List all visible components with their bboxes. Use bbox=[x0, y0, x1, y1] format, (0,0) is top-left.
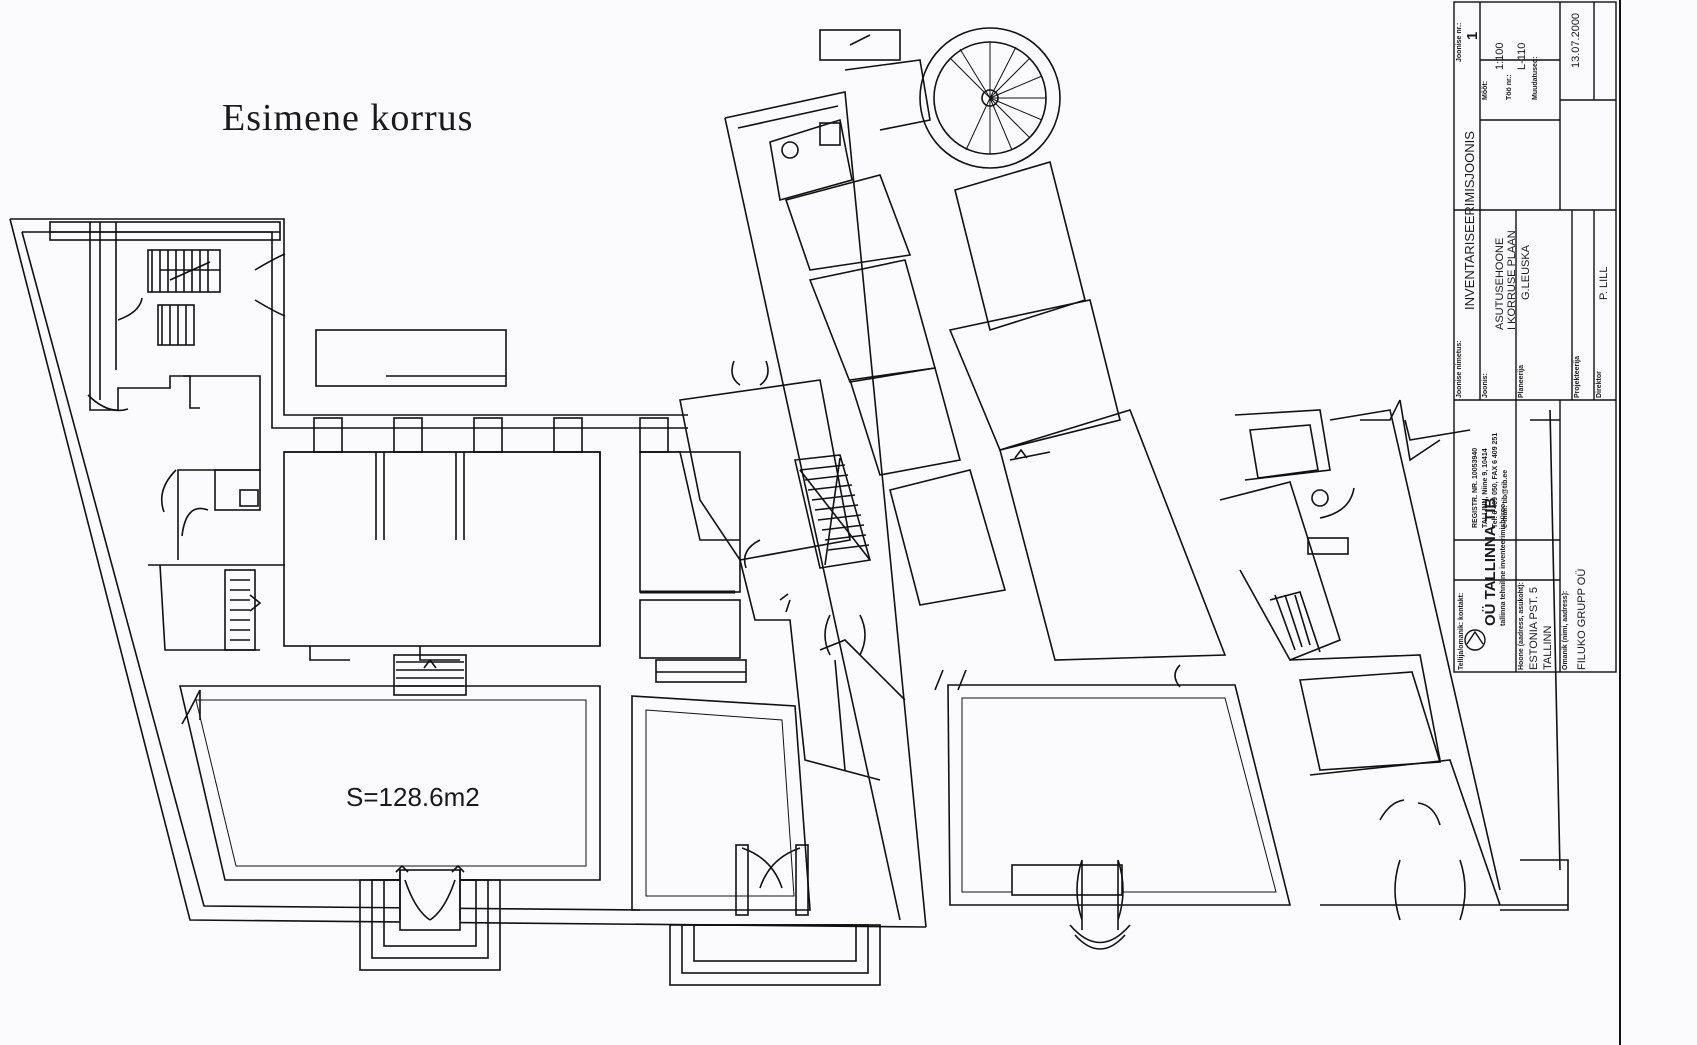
scale-value: 1:100 bbox=[1494, 42, 1506, 70]
company-info-3: Tel. 6 409 050, FAX 6 409 251 bbox=[1492, 432, 1499, 528]
director-label: Direktor bbox=[1596, 371, 1603, 398]
right-wing bbox=[724, 27, 1292, 950]
work-label: Töö nr.: bbox=[1506, 74, 1513, 100]
client-label: Tellija/omanik: kontakt: bbox=[1458, 592, 1465, 670]
drawing-date: 13.07.2000 bbox=[1570, 12, 1582, 68]
far-right-wing bbox=[1219, 399, 1569, 921]
owner-label: Omanik (nimi, aadress): bbox=[1562, 590, 1569, 670]
plan-name: I KORRUSE PLAAN bbox=[1506, 230, 1518, 330]
company-info-2: TALLINN, Niine 9, 10414 bbox=[1482, 448, 1489, 528]
company-info-4: e-mail: tib@tib.ee bbox=[1502, 469, 1509, 528]
address-line-1: ESTONIA PST. 5 bbox=[1528, 587, 1540, 670]
company-info-1: REGISTR. NR. 10053940 bbox=[1472, 447, 1479, 528]
left-rooms bbox=[178, 329, 669, 971]
drawing-name: INVENTARISEERIMISJOONIS bbox=[1462, 131, 1477, 310]
floor-title: Esimene korrus bbox=[222, 97, 474, 139]
changed-label: Muudatused: bbox=[1532, 56, 1539, 100]
planner-name: G.LEUSKA bbox=[1520, 244, 1532, 300]
scale-label: Mõõt: bbox=[1482, 80, 1489, 100]
middle-rooms bbox=[631, 360, 906, 986]
sheet-label: Joonise nr.: bbox=[1456, 22, 1463, 62]
left-wing-walls bbox=[9, 218, 927, 928]
room-area-label: S=128.6m2 bbox=[346, 782, 480, 812]
title-block-frame bbox=[1453, 1, 1617, 673]
sheet-number: 1 bbox=[1464, 31, 1481, 40]
planner-label: Planeerija bbox=[1518, 364, 1525, 398]
owner-name: FILUKO GRUPP OÜ bbox=[1576, 568, 1588, 670]
drawing-name-label: Joonise nimetus: bbox=[1456, 340, 1463, 398]
address-line-2: TALLINN bbox=[1542, 625, 1554, 670]
director-name: P. LILL bbox=[1598, 266, 1610, 300]
drawing-label: Joonis: bbox=[1482, 373, 1489, 398]
house-label: Hoone (aadress, asukoht): bbox=[1518, 582, 1525, 670]
building-type: ASUTUSEHOONE bbox=[1494, 237, 1506, 330]
work-number: L-110 bbox=[1516, 42, 1528, 70]
designer-label: Projekteerija bbox=[1574, 355, 1581, 398]
